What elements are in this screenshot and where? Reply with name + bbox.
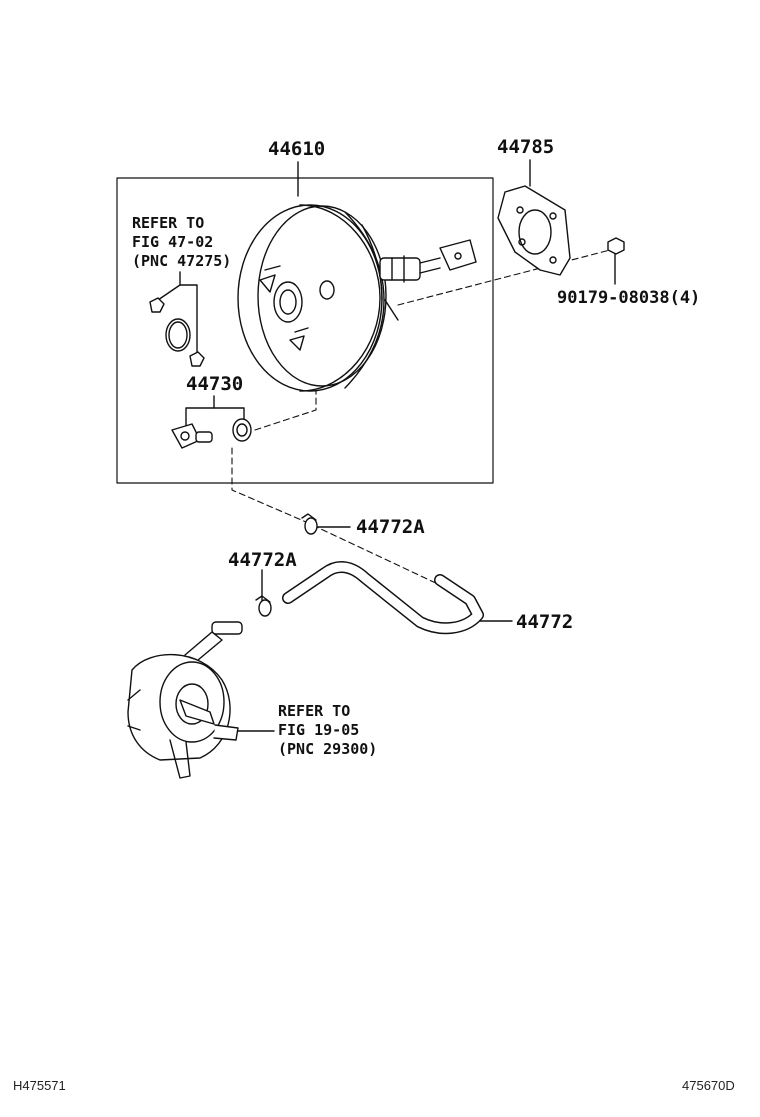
footer-left-id: H475571 — [13, 1078, 66, 1093]
clamp-lower — [255, 595, 272, 617]
nut — [607, 237, 625, 255]
refer-note-47-02: REFER TO FIG 47-02 (PNC 47275) — [132, 214, 231, 271]
label-check-valve: 44730 — [186, 373, 244, 395]
gasket — [497, 185, 571, 276]
label-hose: 44772 — [516, 611, 574, 633]
label-nut: 90179-08038(4) — [557, 288, 701, 308]
vacuum-pump — [127, 621, 243, 779]
refer-line: REFER TO — [132, 214, 205, 232]
label-clamp-upper: 44772A — [356, 516, 425, 538]
refer-note-19-05: REFER TO FIG 19-05 (PNC 29300) — [278, 702, 377, 759]
vacuum-hose — [282, 561, 484, 635]
refer-fig: FIG 47-02 — [132, 233, 214, 251]
label-clamp-lower: 44772A — [228, 549, 297, 571]
leader-ref1 — [179, 271, 198, 353]
leader-ref1-b — [157, 284, 181, 301]
refer-pnc: (PNC 47275) — [132, 252, 232, 270]
refer-fig: FIG 19-05 — [278, 721, 360, 739]
o-ring-parts — [149, 297, 205, 367]
footer-right-id: 475670D — [682, 1078, 735, 1093]
refer-line: REFER TO — [278, 702, 351, 720]
assembly-box — [116, 177, 494, 484]
label-booster: 44610 — [268, 138, 326, 160]
label-gasket: 44785 — [497, 136, 555, 158]
brake-booster — [237, 204, 477, 392]
leader-check-valve — [185, 407, 245, 429]
clamp-upper — [301, 513, 318, 535]
refer-pnc: (PNC 29300) — [278, 740, 378, 758]
check-valve — [171, 418, 252, 449]
